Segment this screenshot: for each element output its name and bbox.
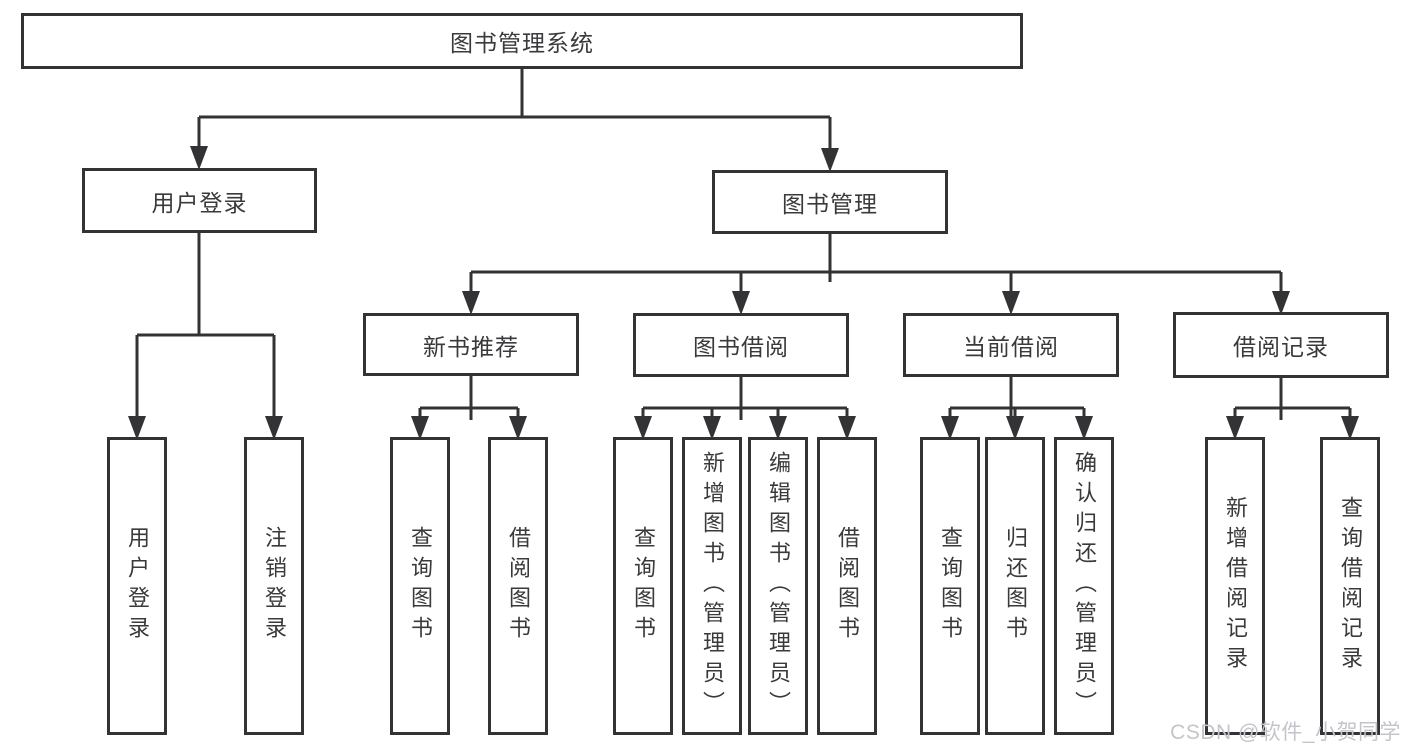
node-label: 图书管理系统 bbox=[450, 30, 594, 56]
node-label: 查询图书 bbox=[408, 526, 433, 646]
node-label: 新增借阅记录 bbox=[1223, 496, 1248, 676]
leaf-query-books-borrow: 查询图书 bbox=[613, 437, 673, 735]
node-label: 查询借阅记录 bbox=[1338, 496, 1363, 676]
node-label: 借阅图书 bbox=[835, 526, 860, 646]
leaf-query-books-current: 查询图书 bbox=[920, 437, 980, 735]
node-label: 确认归还（管理员） bbox=[1072, 451, 1097, 721]
node-current-borrow: 当前借阅 bbox=[903, 313, 1119, 377]
node-label: 归还图书 bbox=[1003, 526, 1028, 646]
leaf-add-books-admin: 新增图书（管理员） bbox=[682, 437, 742, 735]
node-label: 借阅图书 bbox=[506, 526, 531, 646]
arrowheads bbox=[128, 146, 1359, 440]
node-label: 用户登录 bbox=[151, 189, 248, 216]
leaf-user-login: 用户登录 bbox=[107, 437, 167, 735]
leaf-borrow-books: 借阅图书 bbox=[817, 437, 877, 735]
leaf-confirm-return-admin: 确认归还（管理员） bbox=[1054, 437, 1114, 735]
leaf-edit-books-admin: 编辑图书（管理员） bbox=[748, 437, 808, 735]
leaf-query-books-recommend: 查询图书 bbox=[390, 437, 450, 735]
node-label: 查询图书 bbox=[938, 526, 963, 646]
node-label: 当前借阅 bbox=[963, 334, 1059, 360]
node-label: 查询图书 bbox=[631, 526, 656, 646]
node-label: 新增图书（管理员） bbox=[700, 451, 725, 721]
node-new-book-recommend: 新书推荐 bbox=[363, 313, 579, 376]
node-label: 注销登录 bbox=[262, 526, 287, 646]
node-library-management-system: 图书管理系统 bbox=[21, 13, 1023, 69]
csdn-watermark: CSDN @软件_小贺同学 bbox=[1170, 721, 1401, 744]
leaf-query-borrow-record: 查询借阅记录 bbox=[1320, 437, 1380, 735]
node-label: 新书推荐 bbox=[423, 333, 519, 360]
node-label: 用户登录 bbox=[125, 526, 150, 646]
node-book-borrow: 图书借阅 bbox=[633, 313, 849, 377]
node-borrow-records: 借阅记录 bbox=[1173, 312, 1389, 378]
node-label: 借阅记录 bbox=[1233, 334, 1329, 360]
leaf-add-borrow-record: 新增借阅记录 bbox=[1205, 437, 1265, 735]
node-label: 图书借阅 bbox=[693, 334, 789, 360]
node-label: 图书管理 bbox=[782, 191, 878, 217]
node-book-management: 图书管理 bbox=[712, 170, 948, 234]
leaf-return-books: 归还图书 bbox=[985, 437, 1045, 735]
leaf-borrow-books-recommend: 借阅图书 bbox=[488, 437, 548, 735]
node-label: 编辑图书（管理员） bbox=[766, 451, 791, 721]
leaf-logout: 注销登录 bbox=[244, 437, 304, 735]
node-user-login: 用户登录 bbox=[82, 168, 317, 233]
